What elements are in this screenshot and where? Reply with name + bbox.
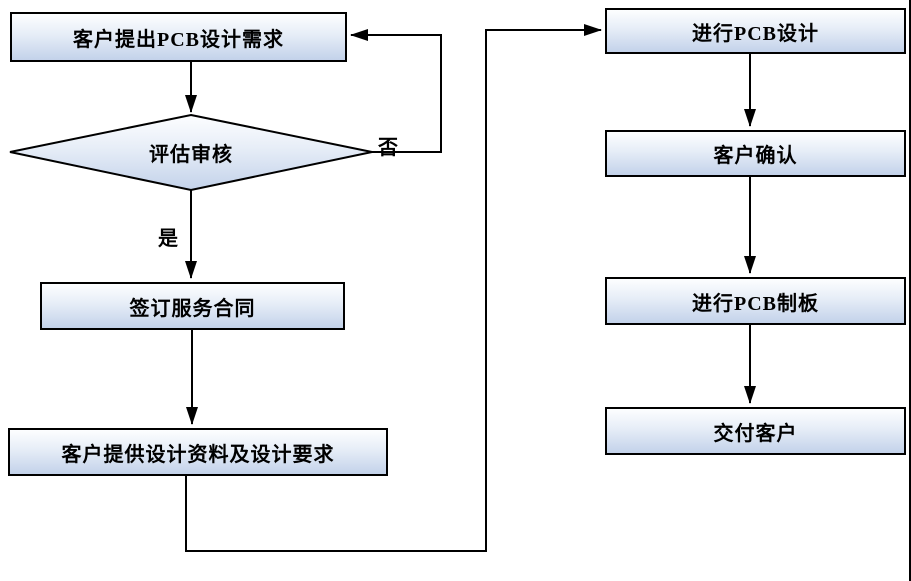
node-provide-materials-label: 客户提供设计资料及设计要求: [61, 443, 335, 466]
node-provide-materials: 客户提供设计资料及设计要求: [8, 428, 388, 476]
node-pcb-design-label: 进行PCB设计: [692, 22, 819, 45]
canvas-right-border: [909, 0, 911, 581]
node-deliver-customer: 交付客户: [605, 407, 906, 455]
node-customer-confirm-label: 客户确认: [713, 145, 798, 167]
node-customer-request: 客户提出PCB设计需求: [10, 12, 347, 62]
node-review-decision: 评估审核: [10, 115, 372, 190]
node-customer-request-label: 客户提出PCB设计需求: [73, 28, 284, 51]
arrow-review-no-loop: [350, 29, 442, 153]
edge-label-no: 否: [378, 137, 398, 159]
edge-label-yes: 是: [158, 228, 178, 250]
node-sign-contract-label: 签订服务合同: [129, 297, 256, 320]
arrow-materials-to-design: [185, 24, 602, 552]
node-pcb-fabrication: 进行PCB制板: [605, 277, 906, 325]
node-customer-confirm: 客户确认: [605, 130, 906, 177]
node-review-decision-label: 评估审核: [149, 144, 233, 166]
node-deliver-customer-label: 交付客户: [713, 422, 798, 445]
node-pcb-fabrication-label: 进行PCB制板: [692, 292, 819, 315]
node-pcb-design: 进行PCB设计: [605, 8, 906, 54]
node-sign-contract: 签订服务合同: [40, 282, 345, 330]
